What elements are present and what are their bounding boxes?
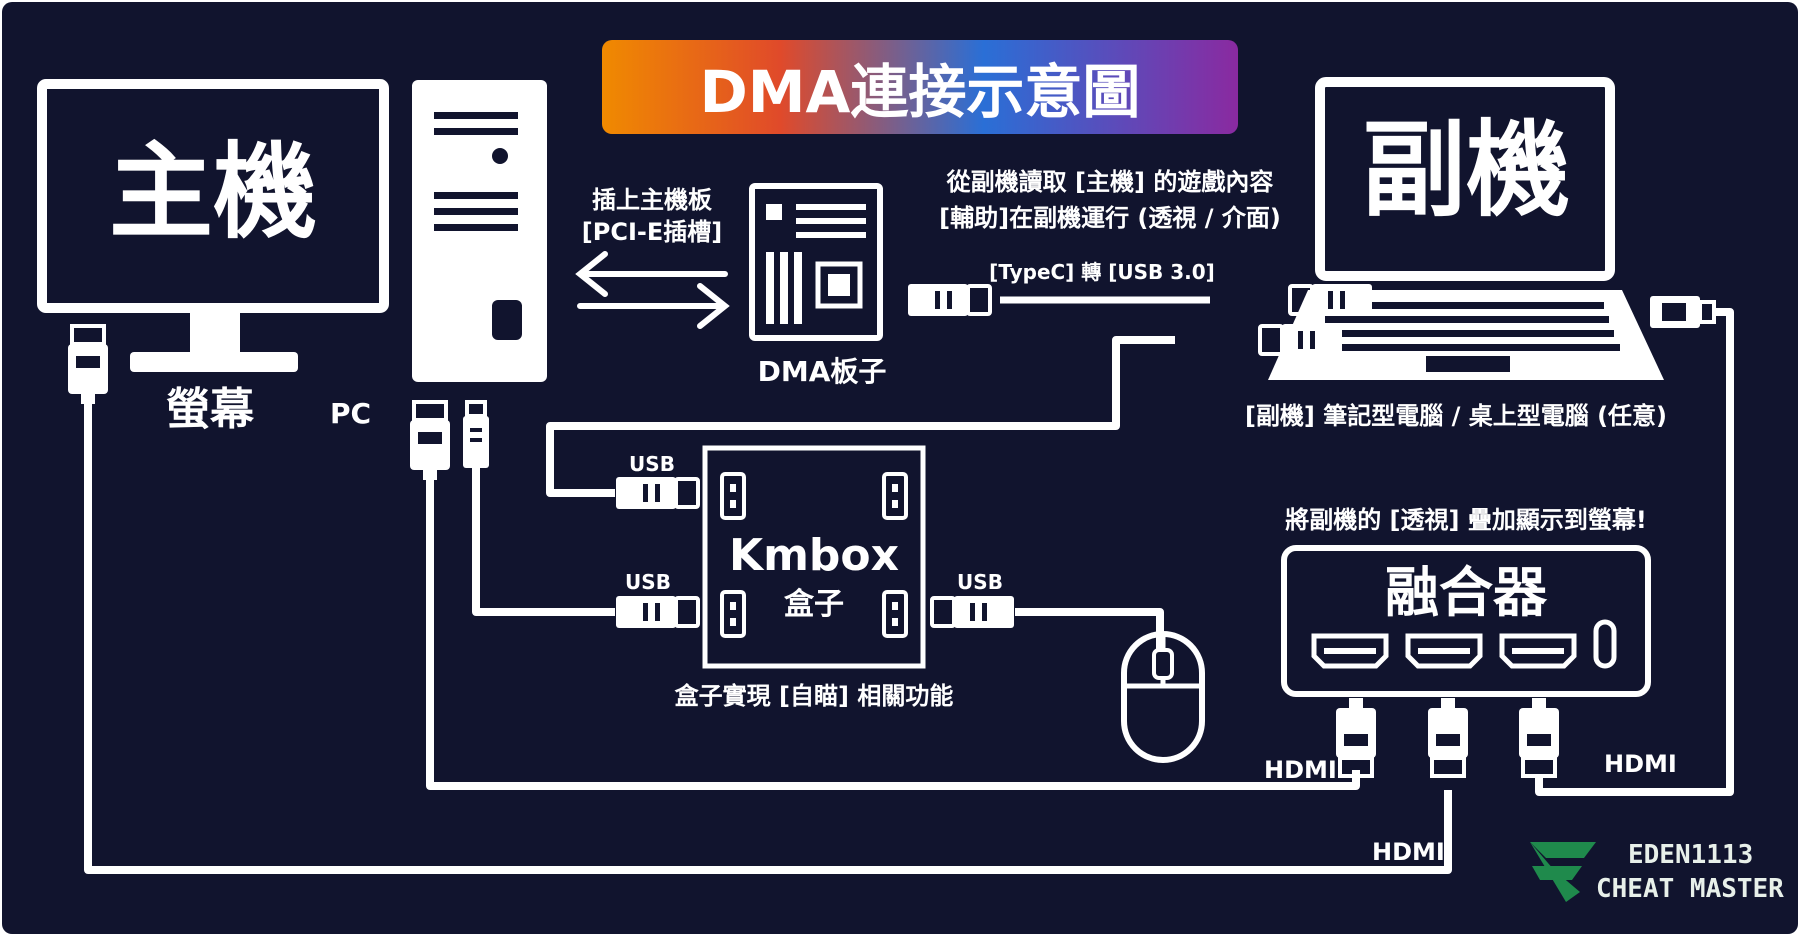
brand-line-2: CHEAT MASTER bbox=[1596, 874, 1784, 904]
slot-label-1: 插上主機板 bbox=[592, 186, 712, 214]
hdmi-label-3: HDMI bbox=[1604, 750, 1677, 778]
monitor-icon bbox=[37, 79, 389, 372]
secondary-label: 副機 bbox=[1361, 109, 1571, 231]
kmbox-usb-label-2: USB bbox=[625, 570, 671, 594]
pc-label: PC bbox=[330, 397, 372, 430]
cable-laptop-usb-to-kmbox bbox=[546, 336, 1175, 497]
dma-board-icon bbox=[749, 183, 883, 341]
cable-laptop-hdmi-to-fusion bbox=[1535, 308, 1734, 796]
fusion-name: 融合器 bbox=[1385, 561, 1547, 624]
mouse-icon bbox=[1121, 631, 1205, 763]
kmbox-usb-label-1: USB bbox=[629, 452, 675, 476]
kmbox-caption: 盒子實現 [自瞄] 相關功能 bbox=[674, 682, 954, 710]
pc-tower-icon bbox=[412, 80, 547, 382]
monitor-label: 螢幕 bbox=[166, 384, 254, 435]
kmbox-sub: 盒子 bbox=[784, 587, 844, 622]
cable-monitor-to-fusion bbox=[84, 395, 1452, 874]
brand-logo-icon bbox=[1530, 842, 1596, 902]
dma-label: DMA板子 bbox=[757, 355, 887, 388]
secondary-desc-1: 從副機讀取 [主機] 的遊戲內容 bbox=[946, 168, 1274, 196]
kmbox-usb-label-3: USB bbox=[957, 570, 1003, 594]
laptop-hdmi-plug bbox=[1650, 296, 1716, 328]
secondary-desc-2: [輔助]在副機運行 (透視 / 介面) bbox=[939, 204, 1281, 232]
cable-mouse-to-kmbox bbox=[1015, 608, 1164, 650]
pci-arrows bbox=[575, 251, 730, 329]
typec-label: [TypeC] 轉 [USB 3.0] bbox=[989, 260, 1215, 284]
cable-pc-usb-to-kmbox bbox=[472, 460, 615, 616]
fusion-caption: 將副機的 [透視] 疊加顯示到螢幕! bbox=[1285, 506, 1647, 534]
host-label: 主機 bbox=[108, 131, 318, 253]
page-title: DMA連接示意圖 bbox=[699, 58, 1141, 126]
slot-label-2: [PCI-E插槽] bbox=[581, 218, 723, 246]
cable-pc-to-fusion bbox=[426, 460, 1360, 790]
cables bbox=[84, 296, 1734, 874]
kmbox-icon bbox=[702, 445, 926, 669]
title-banner bbox=[602, 40, 1238, 134]
pc-usb-plug bbox=[463, 400, 489, 468]
secondary-caption: [副機] 筆記型電腦 / 桌上型電腦 (任意) bbox=[1244, 402, 1668, 430]
hdmi-label-2: HDMI bbox=[1372, 838, 1445, 866]
hdmi-label-1: HDMI bbox=[1264, 756, 1337, 784]
brand-line-1: EDEN1113 bbox=[1628, 840, 1754, 870]
fusion-device-icon bbox=[1281, 545, 1651, 697]
kmbox-name: Kmbox bbox=[728, 530, 900, 581]
